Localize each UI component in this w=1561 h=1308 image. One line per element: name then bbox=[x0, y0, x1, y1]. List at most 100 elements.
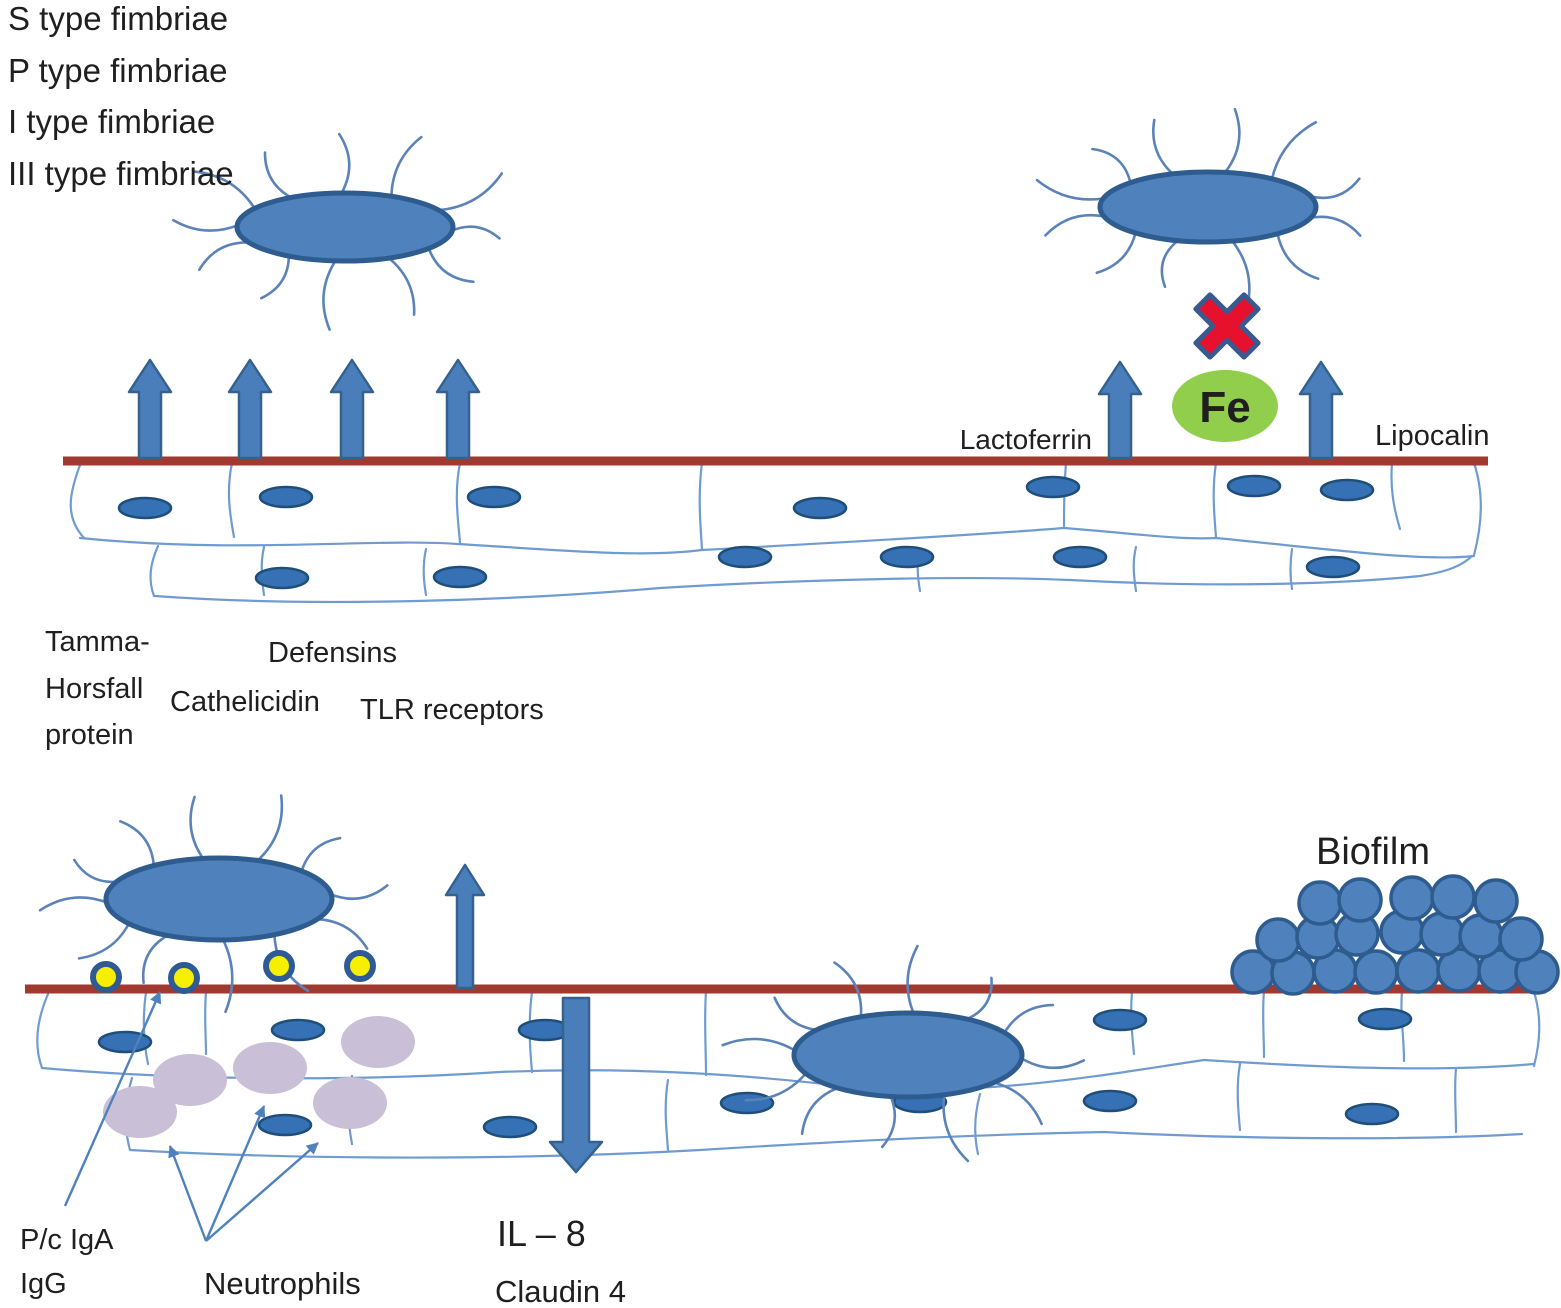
fimbria bbox=[191, 170, 257, 211]
fimbria bbox=[880, 1094, 897, 1149]
fimbria bbox=[327, 884, 389, 900]
fimbria bbox=[119, 820, 156, 868]
iga-receptor-dots bbox=[90, 950, 376, 994]
label-tamm-line1: Tamma- bbox=[45, 626, 150, 658]
bacterium-body bbox=[234, 190, 456, 264]
label-cathelicidin: Cathelicidin bbox=[170, 686, 320, 718]
cell-nucleus bbox=[270, 1018, 326, 1042]
fimbria bbox=[991, 1080, 1043, 1126]
cell-nucleus bbox=[257, 1113, 313, 1137]
neutrophil-cell bbox=[103, 1086, 177, 1138]
fimbria bbox=[77, 921, 131, 960]
fimbria bbox=[1035, 178, 1108, 201]
bacteria-group bbox=[38, 107, 1362, 1163]
bacterium-body bbox=[1097, 169, 1319, 245]
pointer-arrow bbox=[205, 1142, 319, 1242]
fimbria bbox=[1018, 1055, 1086, 1070]
fimbria bbox=[38, 896, 111, 912]
fimbria bbox=[1223, 107, 1241, 175]
label-il8: IL – 8 bbox=[497, 1213, 586, 1254]
cell-nucleus bbox=[97, 1030, 153, 1054]
label-p-type-fimbriae: P type fimbriae bbox=[8, 52, 228, 89]
biofilm-coccus bbox=[1498, 916, 1544, 962]
up-block-arrow bbox=[444, 863, 486, 990]
label-tamm-line3: protein bbox=[45, 719, 134, 751]
cell-nucleus bbox=[1226, 474, 1282, 498]
label-i-type-fimbriae: I type fimbriae bbox=[8, 103, 215, 140]
fimbria bbox=[337, 132, 351, 195]
antibody-dot bbox=[263, 950, 295, 982]
fimbria bbox=[260, 254, 291, 300]
fe-iron-badge bbox=[1172, 370, 1278, 442]
fimbria bbox=[313, 917, 369, 950]
secretion-arrows bbox=[127, 358, 1344, 1174]
label-lipocalin: Lipocalin bbox=[1375, 420, 1489, 452]
fimbria bbox=[906, 944, 919, 1016]
mucosal-membrane-line bbox=[63, 456, 1488, 466]
cell-nucleus bbox=[254, 566, 310, 590]
cell-nucleus bbox=[1344, 1102, 1400, 1126]
pointer-arrow bbox=[204, 1105, 266, 1242]
bacterium bbox=[38, 794, 389, 1014]
antibody-dot bbox=[344, 950, 376, 982]
label-defensins: Defensins bbox=[268, 637, 397, 669]
fimbria bbox=[800, 1086, 841, 1136]
neutrophil-cell bbox=[341, 1016, 415, 1068]
biofilm-coccus bbox=[1473, 878, 1519, 924]
biofilm-coccus bbox=[1337, 877, 1383, 923]
cell-nucleus bbox=[1319, 478, 1375, 502]
label-biofilm: Biofilm bbox=[1316, 831, 1430, 873]
cell-nucleus bbox=[1092, 1008, 1148, 1032]
up-block-arrow bbox=[227, 358, 273, 460]
antibody-dot bbox=[90, 961, 122, 993]
fimbria bbox=[198, 241, 253, 271]
fimbria bbox=[73, 858, 121, 884]
label-igg: IgG bbox=[20, 1268, 67, 1300]
bacterium-body bbox=[791, 1010, 1025, 1100]
epithelial-nuclei-bottom bbox=[97, 1007, 1413, 1139]
up-block-arrow bbox=[1298, 360, 1344, 460]
cell-nucleus bbox=[719, 1091, 775, 1115]
neutrophil-cells bbox=[103, 1016, 415, 1138]
pointer-arrow bbox=[168, 1145, 208, 1242]
fimbria bbox=[221, 937, 234, 1014]
fimbria bbox=[1306, 177, 1361, 200]
bacterium-body bbox=[103, 855, 335, 943]
fimbria bbox=[721, 1037, 798, 1053]
cell-nucleus bbox=[717, 545, 773, 569]
fimbria bbox=[435, 172, 504, 212]
cell-nucleus bbox=[1357, 1007, 1413, 1031]
biofilm-cluster bbox=[1230, 874, 1560, 996]
fimbria bbox=[1276, 231, 1320, 280]
fimbria bbox=[263, 151, 294, 200]
fimbria bbox=[1270, 121, 1317, 181]
label-neutrophils: Neutrophils bbox=[204, 1266, 361, 1301]
epithelial-nuclei-top bbox=[117, 474, 1375, 590]
label-tamm-line2: Horsfall bbox=[45, 673, 143, 705]
bacterium bbox=[172, 132, 504, 331]
biofilm-coccus bbox=[1353, 949, 1399, 995]
fimbria bbox=[300, 836, 342, 874]
cell-nucleus bbox=[482, 1115, 538, 1139]
mucosal-membranes bbox=[25, 456, 1546, 994]
up-block-arrow bbox=[435, 358, 481, 460]
bacterium bbox=[721, 944, 1086, 1163]
cell-nucleus bbox=[1025, 475, 1081, 499]
blocked-cross-icon bbox=[1193, 292, 1261, 360]
fimbria bbox=[390, 135, 423, 199]
biofilm-coccus bbox=[1395, 948, 1441, 994]
fimbria bbox=[833, 961, 863, 1019]
fimbria bbox=[172, 218, 241, 232]
fimbria bbox=[773, 996, 821, 1032]
antibody-dot bbox=[168, 962, 200, 994]
cell-nucleus bbox=[879, 545, 935, 569]
label-tlr-receptors: TLR receptors bbox=[360, 694, 544, 726]
fimbria bbox=[1095, 230, 1138, 275]
label-claudin4: Claudin 4 bbox=[495, 1274, 626, 1308]
mucosal-membrane-line bbox=[25, 984, 1546, 994]
neutrophil-cell bbox=[153, 1054, 227, 1106]
label-fe: Fe bbox=[1199, 383, 1250, 432]
cell-nucleus bbox=[1052, 545, 1108, 569]
fimbria bbox=[189, 795, 205, 861]
